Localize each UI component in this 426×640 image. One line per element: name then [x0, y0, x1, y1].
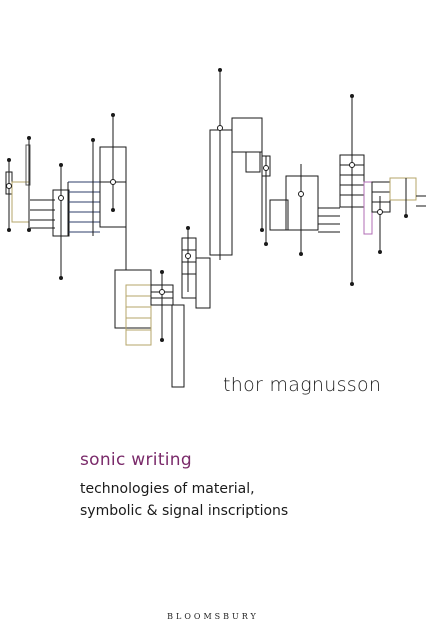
- book-subtitle: technologies of material, symbolic & sig…: [80, 478, 380, 522]
- publisher-name: BLOOMSBURY: [167, 612, 259, 621]
- subtitle-line-1: technologies of material,: [80, 481, 255, 497]
- graphic-notation-artwork: [5, 68, 426, 388]
- author-name: thor magnusson: [223, 374, 382, 396]
- book-title: sonic writing: [80, 450, 192, 470]
- subtitle-line-2: symbolic & signal inscriptions: [80, 503, 289, 519]
